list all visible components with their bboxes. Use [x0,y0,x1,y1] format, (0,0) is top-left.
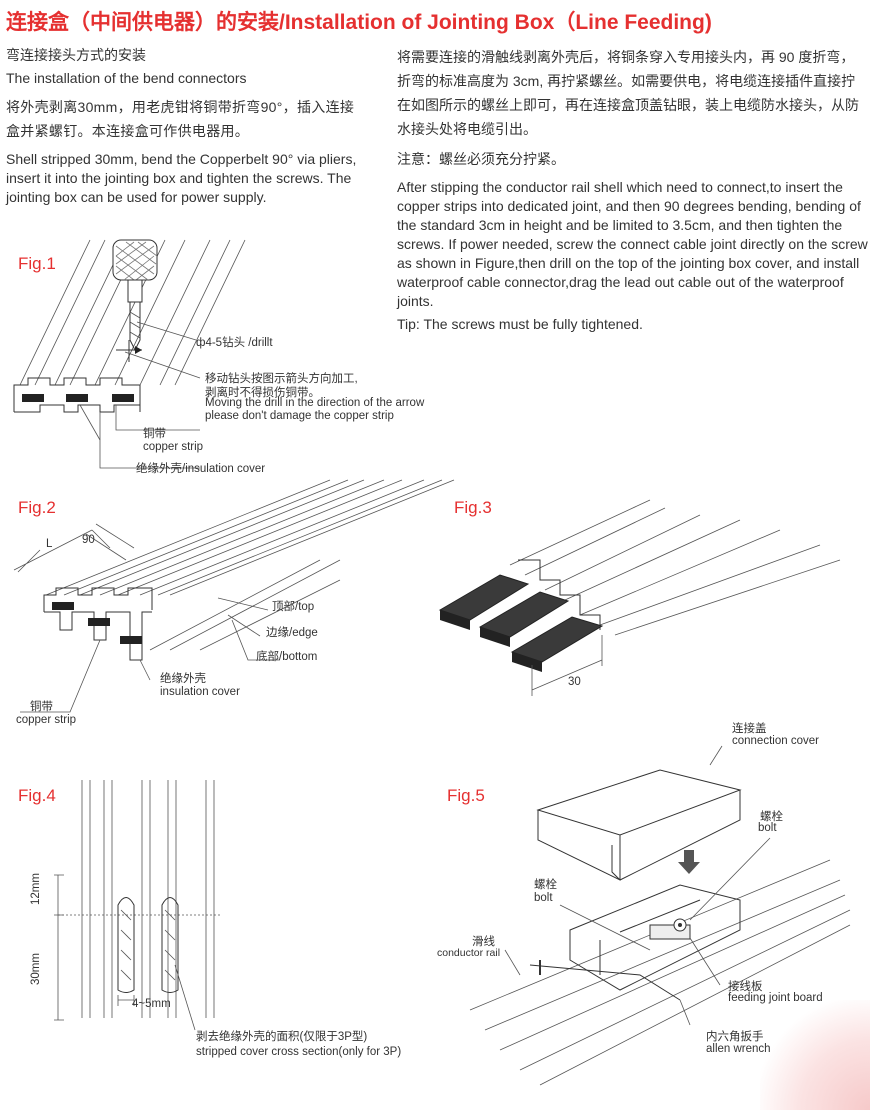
fig1-label: Fig.1 [18,254,56,273]
left-en-body: Shell stripped 30mm, bend the Copperbelt… [6,151,357,205]
fig2-label: Fig.2 [18,498,56,517]
fig1-move-cn1: 移动钻头按图示箭头方向加工, [205,373,358,385]
fig1-move-cn2: 剥离时不得损伤铜带。 [205,387,320,399]
copper-strip-2 [66,394,88,402]
fig5-bolt-cn-left: 螺栓 [534,879,557,891]
fig2-edge: 边缘/edge [266,627,318,639]
fig2-dim-l: L [46,538,53,550]
fig4-dim-12: 12mm [30,873,42,905]
right-en-body: After stipping the conductor rail shell … [397,179,868,309]
right-cn-note: 注意：螺丝必须充分拧紧。 [397,151,565,167]
fig4-label: Fig.4 [18,786,56,805]
fig5-drawing [469,745,851,1086]
left-cn-heading: 弯连接接头方式的安装 [6,47,146,63]
fig2-insul-en: insulation cover [160,686,240,698]
right-en-tip: Tip: The screws must be fully tightened. [397,316,643,332]
fig1-move-en2: please don't damage the copper strip [205,410,394,422]
fig1-drill-label: ф4-5钻头 /drillt [196,337,273,349]
fig2-copper-en: copper strip [16,714,77,726]
fig5-bolt-en-left: bolt [534,892,553,904]
fig5-bolt-en-right: bolt [758,822,777,834]
fig2-dim-90: 90 [82,534,95,546]
fig1-copper-en: copper strip [143,441,204,453]
fig1-drawing [13,239,246,469]
copper-strip-3 [112,394,134,402]
fig2-insul-cn: 绝缘外壳 [160,673,206,685]
fig4-stripped-cn: 剥去绝缘外壳的面积(仅限于3P型) [196,1031,368,1043]
fig1-copper-cn: 铜带 [143,428,166,440]
fig5-rail-cn: 滑线 [472,936,495,948]
fig4-stripped-en: stripped cover cross section(only for 3P… [196,1046,402,1058]
fig5-cover-en: connection cover [732,735,819,747]
fig5-wrench-en: allen wrench [706,1043,771,1055]
fig4-drawing [54,780,220,1031]
fig4-dim-30: 30mm [30,953,42,985]
fig2-top: 顶部/top [272,601,315,613]
fig5-bolt-cn-right: 螺栓 [760,811,783,823]
copper-strip-1 [22,394,44,402]
page-title: 连接盒（中间供电器）的安装/Installation of Jointing B… [6,11,712,34]
fig5-board-en: feeding joint board [728,992,823,1004]
fig5-label: Fig.5 [447,786,485,805]
left-en-heading: The installation of the bend connectors [6,70,247,86]
fig1-move-en1: Moving the drill in the direction of the… [205,397,425,409]
right-cn-body: 将需要连接的滑触线剥离外壳后，将铜条穿入专用接头内，再 90 度折弯，折弯的标准… [397,49,859,137]
fig3-dim-30: 30 [568,676,581,688]
fig2-bottom: 底部/bottom [256,651,318,663]
fig2-copper-cn: 铜带 [30,701,53,713]
fig3-label: Fig.3 [454,498,492,517]
corner-decoration [760,1000,870,1110]
fig5-wrench-cn: 内六角扳手 [706,1031,764,1043]
fig5-cover-cn: 连接盖 [732,723,767,735]
fig5-rail-en: conductor rail [437,947,501,959]
fig5-board-cn: 接线板 [728,981,763,993]
left-cn-body: 将外壳剥离30mm，用老虎钳将铜带折弯90°，插入连接盒并紧螺钉。本连接盒可作供… [6,99,355,139]
fig3-drawing [438,499,841,696]
fig4-dim-45: 4~5mm [132,998,171,1010]
fig1-insulation: 绝缘外壳/insulation cover [136,463,266,475]
fig2-drawing [13,479,455,713]
